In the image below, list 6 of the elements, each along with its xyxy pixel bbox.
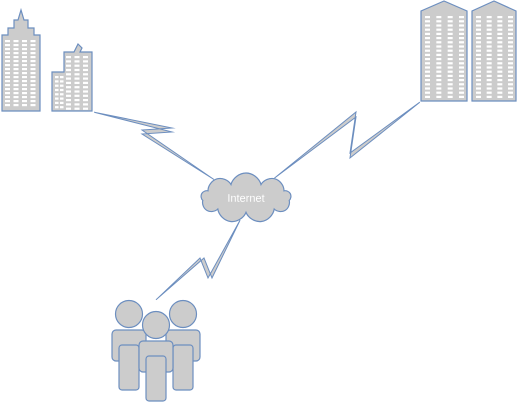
lightning-bolt (156, 220, 241, 300)
people-drawing (111, 300, 201, 402)
lightning-bolt (274, 102, 420, 179)
building-drawing (1, 8, 93, 112)
lightning-bolt (94, 112, 214, 180)
building-drawing (420, 0, 517, 102)
